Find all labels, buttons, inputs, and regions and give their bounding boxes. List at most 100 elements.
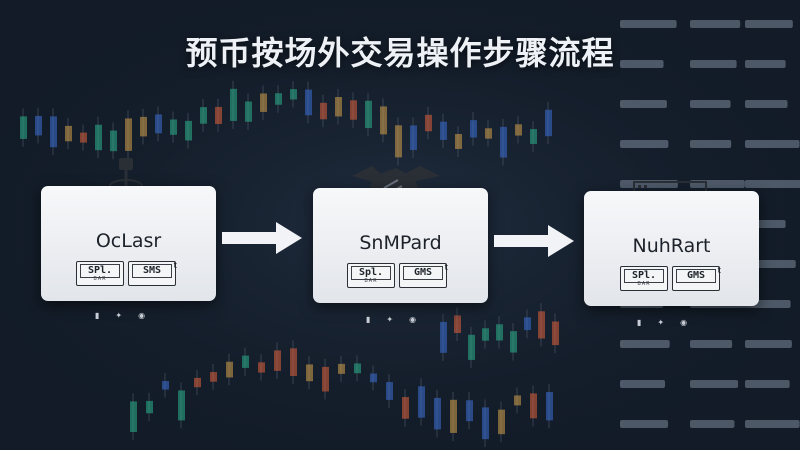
ticker-cell: [745, 60, 786, 68]
candle: [454, 315, 461, 334]
candle: [482, 328, 489, 341]
candle: [274, 350, 281, 371]
candle: [370, 373, 377, 383]
ticker-cell: [745, 20, 793, 28]
step-label: SnMPard: [359, 232, 442, 254]
candle: [50, 116, 57, 148]
step-footer-icons: ▮ ✦ ◉: [637, 316, 687, 328]
ticker-cell: [690, 140, 732, 148]
candle: [386, 382, 393, 400]
candle: [322, 366, 329, 392]
chip-mark-icon: t: [444, 263, 448, 273]
ticker-cell: [690, 20, 741, 28]
candle: [450, 399, 457, 433]
candle: [470, 120, 477, 138]
ticker-cell: [745, 380, 790, 388]
candle: [524, 317, 531, 331]
ticker-cell: [690, 100, 731, 108]
candle: [496, 324, 503, 341]
candle: [306, 364, 313, 382]
step-footer-icons: ▮ ✦ ◉: [366, 313, 416, 325]
candle: [146, 400, 153, 414]
page-title: 预币按场外交易操作步骤流程: [185, 34, 615, 72]
candlestick-background: [20, 80, 559, 448]
chip-text: Spl.: [351, 266, 391, 280]
ticker-cell: [745, 420, 800, 428]
ticker-cell: [620, 100, 667, 108]
ticker-cell: [690, 380, 739, 388]
chip-mark-icon: t: [173, 261, 177, 271]
candle: [185, 120, 192, 141]
step-card-1[interactable]: OcLasr SPl. BAR SMS t: [41, 186, 216, 301]
candle: [354, 363, 361, 374]
candle: [110, 130, 117, 152]
plane-icon: ✦: [657, 317, 665, 327]
ticker-cell: [745, 340, 792, 348]
candle: [305, 89, 312, 116]
candle: [275, 93, 282, 105]
candle: [552, 321, 559, 346]
candle: [20, 116, 27, 139]
candle: [258, 362, 265, 373]
candle: [125, 118, 132, 151]
candle: [338, 363, 345, 374]
candle: [538, 311, 545, 339]
step-label: OcLasr: [95, 230, 162, 252]
ticker-cell: [620, 60, 664, 68]
lock-icon: ▮: [637, 317, 642, 327]
candle: [546, 392, 553, 421]
candle: [514, 395, 521, 406]
candle: [230, 88, 237, 121]
step-chip-gms: GMS t: [399, 263, 448, 288]
candle: [226, 361, 233, 378]
ticker-cell: [620, 20, 677, 28]
candle: [245, 101, 252, 122]
candle: [178, 390, 185, 421]
candle: [242, 355, 249, 368]
chip-subtext: BAR: [637, 281, 651, 287]
candle: [95, 124, 102, 151]
step-chip-sms: SMS t: [128, 261, 177, 286]
chip-text: SPl.: [80, 264, 120, 278]
candle: [530, 129, 537, 144]
candle: [410, 125, 417, 151]
step-chip-spl: SPl. BAR: [620, 266, 668, 291]
candle: [440, 321, 447, 353]
ticker-cell: [620, 140, 669, 148]
clock-icon: ◉: [680, 317, 688, 327]
candle: [466, 400, 473, 422]
chip-mark-icon: t: [717, 266, 721, 276]
candle: [510, 331, 517, 353]
step-chip-spl: SPl. BAR: [76, 261, 124, 286]
step-card-3[interactable]: NuhRart SPl. BAR GMS t: [584, 191, 759, 306]
candle: [482, 407, 489, 440]
candle: [395, 125, 402, 158]
candle: [170, 119, 177, 135]
ticker-cell: [620, 420, 669, 428]
candle: [320, 102, 327, 120]
candle: [215, 106, 222, 125]
ticker-cell: [745, 100, 788, 108]
ticker-cell: [745, 180, 800, 188]
candle: [200, 107, 207, 124]
candle: [130, 401, 137, 433]
ticker-cell: [690, 60, 737, 68]
ticker-cell: [690, 340, 733, 348]
candle: [468, 334, 475, 360]
candle: [380, 106, 387, 135]
step-card-2[interactable]: SnMPard Spl. BAR GMS t: [313, 188, 488, 303]
candle: [434, 397, 441, 430]
candle: [455, 134, 462, 149]
step-footer-icons: ▮ ✦ ◉: [95, 309, 145, 321]
chip-text: SPl.: [624, 269, 664, 283]
candle: [530, 393, 537, 419]
candle: [290, 89, 297, 100]
candle: [194, 377, 201, 388]
candle: [500, 126, 507, 158]
candle: [545, 109, 552, 137]
clock-icon: ◉: [138, 310, 146, 320]
candle: [402, 397, 409, 419]
ticker-cell: [745, 140, 800, 148]
ticker-cell: [620, 380, 666, 388]
ticker-cell: [690, 420, 735, 428]
